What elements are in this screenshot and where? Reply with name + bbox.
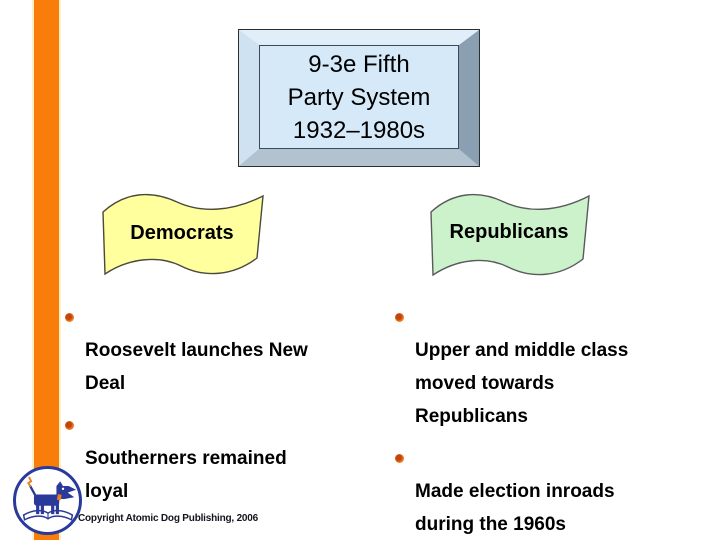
dog-on-book-icon	[22, 476, 76, 521]
republicans-banner: Republicans	[421, 185, 597, 285]
bullet-item: Made election inroads during the 1960s	[394, 442, 640, 541]
democrats-banner-label: Democrats	[130, 222, 234, 244]
wave-shape-green	[430, 193, 590, 277]
slide-title-line: 9-3e Fifth	[308, 50, 410, 78]
democrats-banner: Democrats	[93, 186, 271, 283]
accent-stripe	[32, 0, 61, 540]
slide-title-line: 1932–1980s	[292, 116, 426, 144]
wave-shape-yellow	[102, 193, 264, 276]
democrats-bullet-list: Roosevelt launches New Deal Southerners …	[64, 301, 316, 517]
atomic-dog-logo	[13, 466, 82, 535]
bullet-item: Upper and middle class moved towards Rep…	[394, 301, 640, 433]
bullet-marker-icon	[395, 313, 404, 322]
copyright-text: Copyright Atomic Dog Publishing, 2006	[78, 513, 259, 524]
bullet-marker-icon	[65, 421, 74, 430]
bullet-text: Roosevelt launches New Deal	[85, 340, 308, 394]
title-box-panel: 9-3e Fifth Party System 1932–1980s	[259, 45, 459, 149]
republicans-banner-label: Republicans	[449, 221, 569, 243]
bullet-text: Upper and middle class moved towards Rep…	[415, 340, 629, 427]
slide-title-line: Party System	[287, 83, 431, 111]
republicans-bullet-list: Upper and middle class moved towards Rep…	[394, 301, 640, 550]
title-box: 9-3e Fifth Party System 1932–1980s	[238, 29, 480, 167]
bullet-item: Southerners remained loyal	[64, 409, 316, 508]
bullet-marker-icon	[395, 454, 404, 463]
title-box-bevel: 9-3e Fifth Party System 1932–1980s	[239, 30, 479, 166]
bullet-marker-icon	[65, 313, 74, 322]
bullet-text: Made election inroads during the 1960s	[415, 481, 615, 535]
bullet-item: Roosevelt launches New Deal	[64, 301, 316, 400]
bullet-text: Southerners remained loyal	[85, 448, 287, 502]
